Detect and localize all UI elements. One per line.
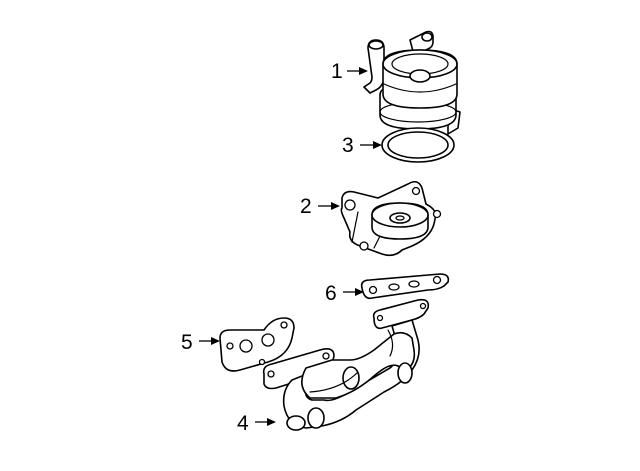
part-6-gasket[interactable] (360, 273, 450, 300)
arrow-5-icon (211, 337, 220, 345)
callout-2: 2 (300, 195, 340, 218)
callout-5: 5 (181, 331, 220, 354)
arrow-1-icon (359, 67, 368, 75)
callout-label-3: 3 (342, 134, 354, 157)
part-4-exhaust-pipe[interactable] (262, 298, 430, 431)
arrow-2-icon (331, 202, 340, 210)
callout-label-4: 4 (237, 412, 249, 435)
part-2-cooler-housing[interactable] (340, 180, 442, 257)
part-3-seal-ring[interactable] (381, 127, 455, 163)
callout-label-5: 5 (181, 331, 193, 354)
arrow-6-icon (355, 288, 364, 296)
callout-6: 6 (325, 282, 364, 305)
callout-label-6: 6 (325, 282, 337, 305)
callout-label-2: 2 (300, 195, 312, 218)
part-1-oil-cooler[interactable] (363, 30, 461, 135)
callout-3: 3 (342, 134, 382, 157)
callout-4: 4 (237, 412, 276, 435)
arrow-4-icon (267, 418, 276, 426)
part-5-gasket[interactable] (219, 317, 295, 372)
callout-label-1: 1 (331, 60, 343, 83)
callout-1: 1 (331, 60, 368, 83)
arrow-3-icon (373, 141, 382, 149)
